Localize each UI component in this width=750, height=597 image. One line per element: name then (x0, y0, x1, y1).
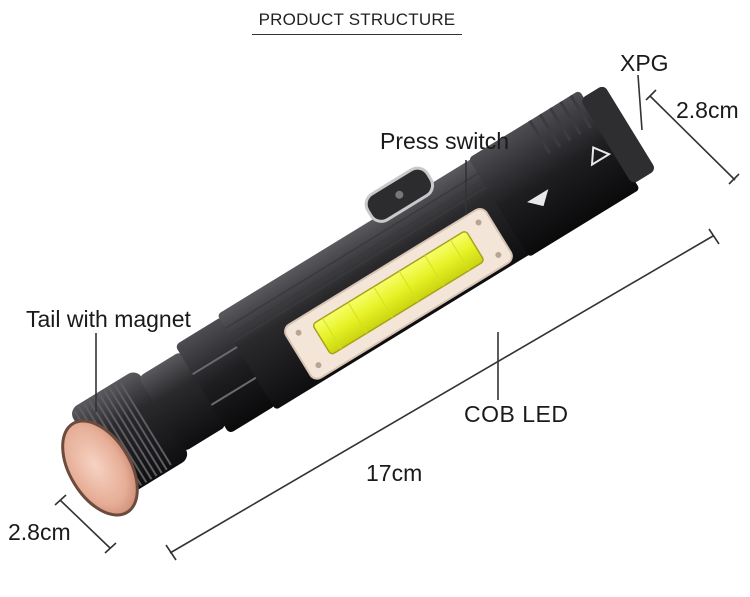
cob-led (312, 231, 484, 355)
label-tail-diameter: 2.8cm (8, 519, 71, 545)
warning-mark (590, 146, 612, 167)
label-cob-led: COB LED (464, 401, 569, 427)
label-head-diameter: 2.8cm (676, 97, 739, 123)
label-tail-magnet: Tail with magnet (26, 306, 191, 332)
flashlight-body (72, 86, 654, 496)
xpg-bezel (582, 86, 654, 183)
tail-neck (140, 353, 225, 450)
label-xpg: XPG (620, 50, 669, 76)
title-underline (252, 34, 462, 35)
tail-magnet (61, 419, 139, 517)
callout-lines (54, 74, 740, 561)
label-press-switch: Press switch (380, 128, 510, 154)
label-length: 17cm (366, 460, 423, 486)
page-title: PRODUCT STRUCTURE (258, 10, 456, 29)
hex-collar (176, 318, 275, 433)
head (469, 91, 639, 256)
arrow-mark (527, 189, 549, 207)
